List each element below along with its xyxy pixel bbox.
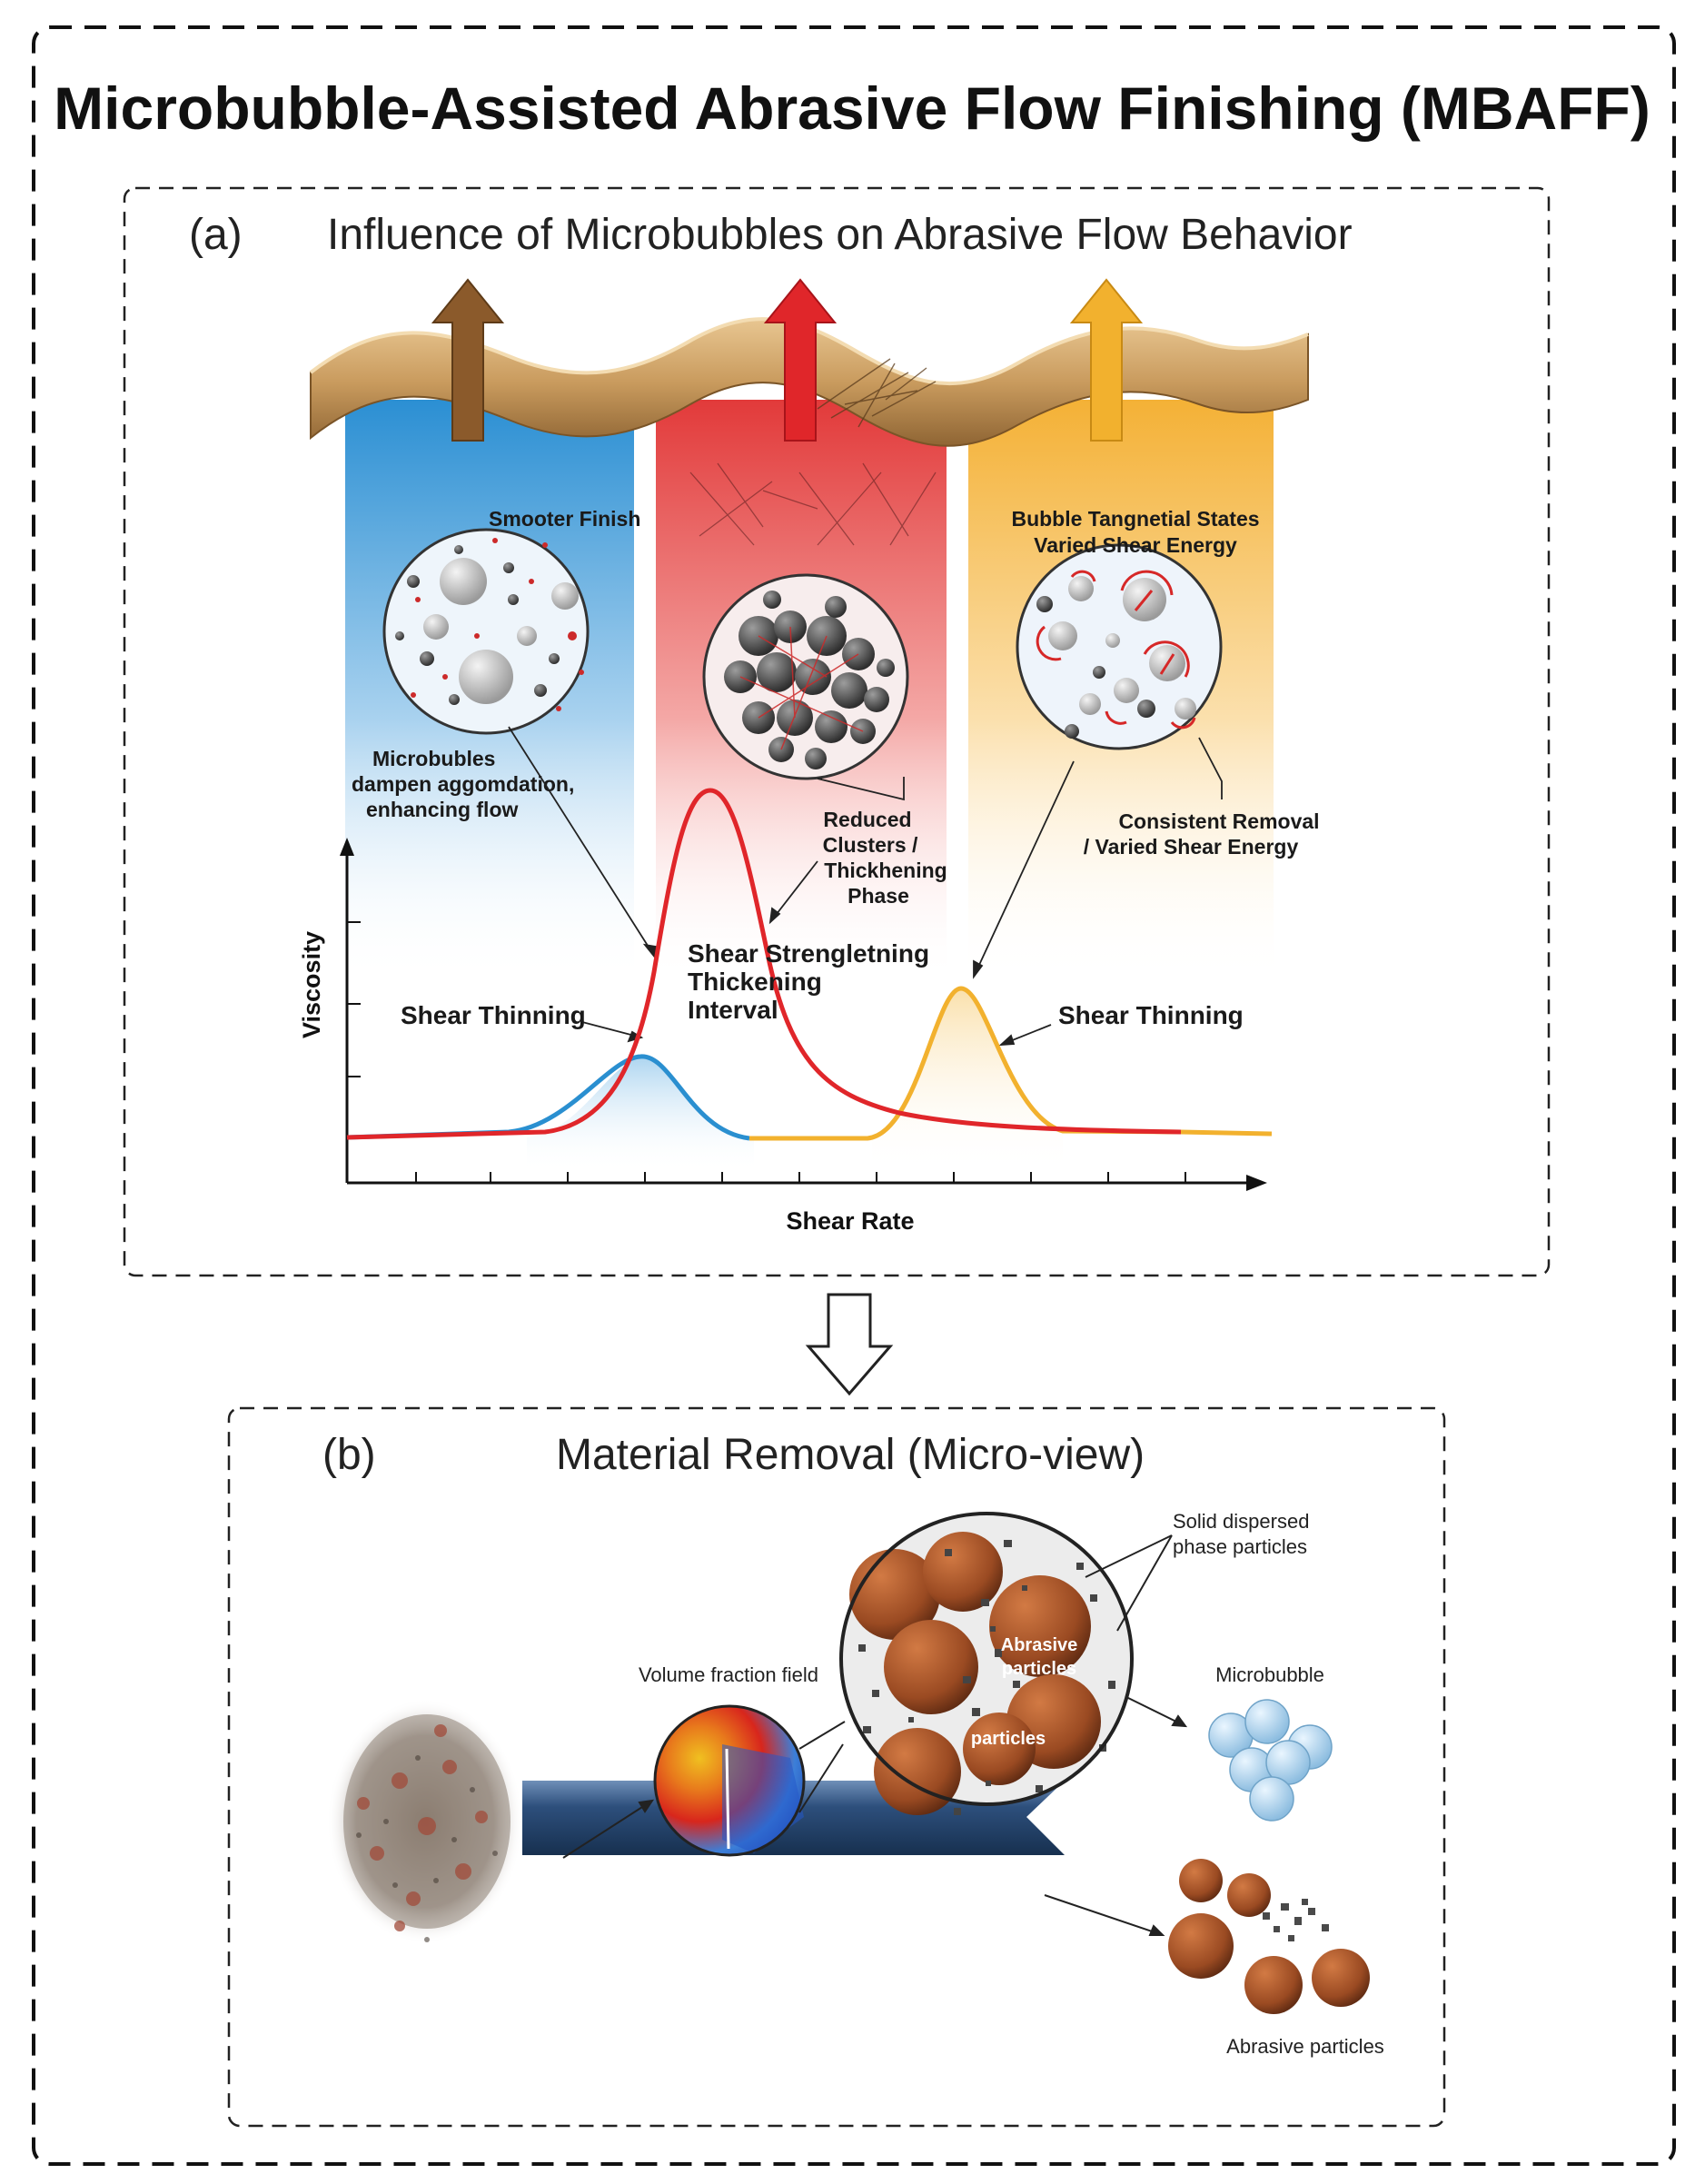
- y-axis-ticks: [347, 921, 361, 1077]
- smoother-finish-label: Smooter Finish: [489, 507, 640, 531]
- consistent-removal-note-1: Consistent Removal: [1118, 809, 1319, 833]
- x-axis-ticks: [415, 1172, 1186, 1183]
- panel-b-connectors: [562, 1534, 1188, 1936]
- shear-thinning-left-label: Shear Thinning: [401, 1001, 586, 1029]
- surface-scratches: [817, 358, 937, 428]
- y-axis-arrowhead: [340, 838, 354, 856]
- red-up-arrow: [763, 278, 838, 442]
- particles-in-circle-label: particles: [971, 1729, 1046, 1749]
- shear-strength-label-3: Interval: [688, 996, 778, 1024]
- x-axis-label: Shear Rate: [786, 1207, 914, 1235]
- panel-b-title: Material Removal (Micro-view): [556, 1431, 1145, 1479]
- shear-thinning-right-label: Shear Thinning: [1058, 1001, 1244, 1029]
- bubble-states-label-2: Varied Shear Energy: [1034, 533, 1237, 557]
- microbubbles-note-2: dampen aggomdation,: [352, 772, 574, 796]
- panel-a-title: Influence of Microbubbles on Abrasive Fl…: [327, 211, 1353, 259]
- microbubbles-note-1: Microbubles: [372, 747, 495, 770]
- bubble-states-label-1: Bubble Tangnetial States: [1011, 507, 1259, 531]
- red-curve: [346, 788, 1182, 1140]
- red-column-texture: [689, 462, 937, 546]
- yellow-curve: [749, 986, 1273, 1141]
- dispersed-bubbles-circle: [382, 528, 590, 735]
- reduced-clusters-note-3: Thickhening: [824, 859, 947, 882]
- panel-b-frame: [227, 1406, 1446, 2128]
- zoom-particles-circle: [839, 1512, 1134, 1815]
- leader-lines: [508, 726, 1223, 1047]
- tangential-bubbles-circle: [1016, 543, 1223, 750]
- reduced-clusters-note-1: Reduced: [823, 808, 911, 831]
- panel-b-label: (b): [322, 1431, 376, 1479]
- abrasive-in-circle-label-2: particles: [1002, 1659, 1076, 1679]
- abrasive-particles-group: [1168, 1859, 1370, 2014]
- x-axis-arrowhead: [1246, 1175, 1267, 1191]
- clustered-particles-circle: [702, 573, 909, 780]
- microbubbles-note-3: enhancing flow: [366, 798, 519, 821]
- outer-dashed-frame: [32, 25, 1676, 2166]
- viscosity-chart: Viscosity Shear Rate: [298, 788, 1273, 1235]
- consistent-removal-note-2: / Varied Shear Energy: [1084, 835, 1299, 859]
- yellow-up-arrow: [1069, 278, 1144, 442]
- volume-fraction-label: Volume fraction field: [639, 1663, 818, 1686]
- volume-fraction-circle: [653, 1704, 806, 1857]
- panel-a-label: (a): [189, 211, 243, 259]
- down-arrow: [805, 1293, 894, 1396]
- abrasive-in-circle-label-1: Abrasive: [1001, 1635, 1078, 1655]
- panel-a-frame: [123, 186, 1551, 1277]
- microbubble-cluster: [1208, 1699, 1333, 1822]
- solid-dispersed-label-1: Solid dispersed: [1173, 1510, 1309, 1533]
- blue-curve: [346, 1054, 750, 1141]
- y-axis-label: Viscosity: [298, 931, 325, 1038]
- reduced-clusters-note-4: Phase: [848, 884, 909, 908]
- yellow-peak-fill: [872, 990, 1063, 1172]
- shear-strength-label-1: Shear Strengletning: [688, 939, 929, 968]
- surface-top-highlight: [309, 317, 1309, 386]
- shear-strength-label-2: Thickening: [688, 968, 822, 996]
- brown-up-arrow: [431, 278, 505, 442]
- reduced-clusters-note-2: Clusters /: [823, 833, 918, 857]
- particle-cloud: [327, 1699, 523, 1944]
- diagram-title: Microbubble-Assisted Abrasive Flow Finis…: [54, 74, 1650, 142]
- solid-dispersed-label-2: phase particles: [1173, 1535, 1307, 1558]
- abrasive-particles-label: Abrasive particles: [1226, 2035, 1384, 2058]
- microbubble-label: Microbubble: [1215, 1663, 1324, 1686]
- blue-peak-fill: [527, 1057, 754, 1172]
